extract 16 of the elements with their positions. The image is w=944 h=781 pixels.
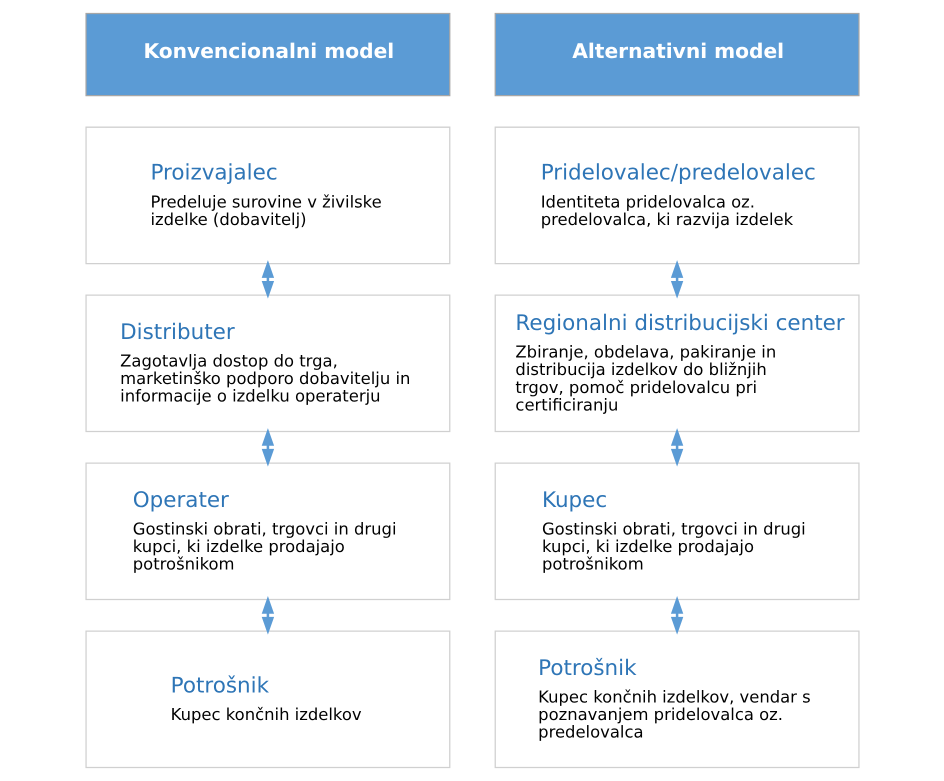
- arrow: [261, 260, 274, 299]
- arrow: [670, 428, 683, 467]
- node-box: Potrošnik Kupec končnih izdelkov, vendar s poznavanjem pridelovalca oz. predelovalca: [494, 630, 860, 768]
- node-box: Regionalni distribucijski center Zbiranje, obdelava, pakiranje in distribucija izdelkov do bližnjih trgov, pomoč pridelovalcu pri certificiranju: [494, 294, 860, 432]
- node-box: Proizvajalec Predeluje surovine v živilske izdelke (dobavitelj): [84, 126, 450, 264]
- node-box: Potrošnik Kupec končnih izdelkov: [84, 630, 450, 768]
- node-box: Kupec Gostinski obrati, trgovci in drugi kupci, ki izdelke prodajajo potrošnikom: [494, 462, 860, 600]
- arrow: [261, 428, 274, 467]
- arrow: [261, 596, 274, 635]
- node-box: Operater Gostinski obrati, trgovci in drugi kupci, ki izdelke prodajajo potrošnikom: [84, 462, 450, 600]
- arrow: [670, 596, 683, 635]
- node-box: Pridelovalec/predelovalec Identiteta pridelovalca oz. predelovalca, ki razvija izdelek: [494, 126, 860, 264]
- arrow: [670, 260, 683, 299]
- node-box: Alternativni model: [494, 12, 860, 96]
- node-box: Distributer Zagotavlja dostop do trga, marketinško podporo dobavitelju in informacije o izdelku operaterju: [84, 294, 450, 432]
- node-box: Konvencionalni model: [84, 12, 450, 96]
